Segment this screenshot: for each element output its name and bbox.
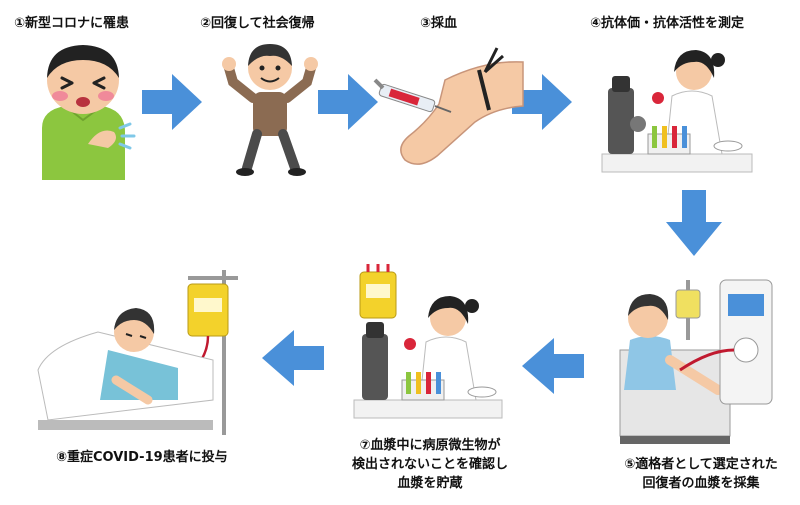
step-7-label-line: ⑦血漿中に病原微生物が [359, 438, 501, 453]
step-7-label-line: 血漿を貯蔵 [397, 476, 463, 491]
sick-person-icon [42, 45, 136, 180]
step-2-label: ②回復して社会復帰 [200, 16, 315, 31]
lab-scientist-icon [601, 50, 753, 173]
step-7-label: ⑦血漿中に病原微生物が 検出されないことを確認し 血漿を貯蔵 [330, 436, 530, 493]
step-5-label-line: 回復者の血漿を採集 [642, 476, 760, 491]
plasma-storage-icon [353, 264, 503, 419]
step-7-label-line: 検出されないことを確認し [351, 457, 508, 472]
step-3-label: ③採血 [420, 16, 458, 31]
flow-arrow-icon [666, 190, 722, 256]
plasma-donation-icon [619, 279, 773, 444]
flow-arrow-icon [512, 74, 572, 130]
step-4-label: ④抗体価・抗体活性を測定 [590, 16, 745, 31]
step-5-label: ⑤適格者として選定された 回復者の血漿を採集 [606, 455, 796, 493]
step-8-label: ⑧重症COVID-19患者に投与 [56, 450, 228, 465]
step-5-label-line: ⑤適格者として選定された [624, 457, 778, 472]
flow-arrow-icon [522, 338, 584, 394]
flow-arrow-icon [262, 330, 324, 386]
recovered-person-icon [222, 44, 318, 176]
blood-draw-icon [373, 47, 524, 165]
patient-transfusion-icon [37, 270, 238, 435]
step-1-label: ①新型コロナに罹患 [14, 16, 130, 31]
flow-arrow-icon [318, 74, 378, 130]
flow-arrow-icon [142, 74, 202, 130]
